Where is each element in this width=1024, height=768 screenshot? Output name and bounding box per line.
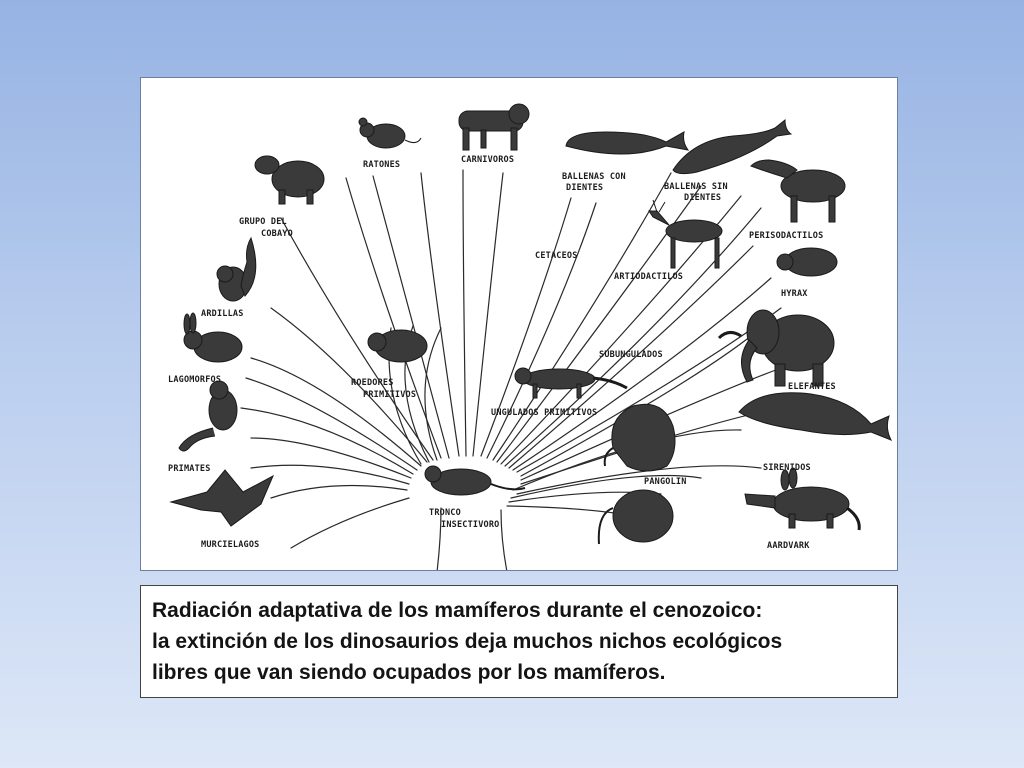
caption-line-1: Radiación adaptativa de los mamíferos du…	[152, 599, 763, 622]
sperm-whale-icon	[565, 131, 690, 155]
branch-line	[270, 484, 408, 499]
label-carnivoros: CARNIVOROS	[461, 155, 514, 165]
branch-line	[420, 172, 460, 457]
branch-line	[496, 185, 702, 463]
elephant-icon	[717, 309, 835, 387]
branch-line	[250, 437, 412, 479]
label-artiodactilos: ARTIODACTILOS	[614, 272, 683, 282]
label-roedores-primitivos-2: PRIMITIVOS	[363, 390, 416, 400]
label-ratones: RATONES	[363, 160, 400, 170]
label-lagomorfos: LAGOMORFOS	[168, 375, 221, 385]
label-ballenas-con-dientes-2: DIENTES	[566, 183, 603, 193]
label-ballenas-sin-dientes-1: BALLENAS SIN	[664, 182, 728, 192]
branch-line	[250, 464, 410, 485]
hyrax-icon	[776, 247, 838, 277]
branch-line	[516, 465, 762, 495]
capybara-icon	[254, 155, 325, 205]
insectivore-icon	[424, 465, 526, 496]
tapir-icon	[750, 159, 846, 223]
caption-line-3: libres que van siendo ocupados por los m…	[152, 661, 666, 684]
mouse-icon	[358, 117, 422, 149]
primitive-rodent-icon	[367, 329, 428, 363]
label-ardillas: ARDILLAS	[201, 309, 244, 319]
label-cetaceos: CETACEOS	[535, 251, 578, 261]
label-aardvark: AARDVARK	[767, 541, 810, 551]
label-ballenas-sin-dientes-2: DIENTES	[684, 193, 721, 203]
branch-line	[290, 497, 410, 549]
label-elefantes: ELEFANTES	[788, 382, 836, 392]
branch-line	[436, 507, 442, 570]
branch-line	[280, 217, 434, 461]
branch-line	[492, 172, 672, 461]
label-murcielagos: MURCIELAGOS	[201, 540, 260, 550]
branch-line	[372, 175, 450, 459]
elephant-shrew-icon	[597, 489, 674, 545]
squirrel-icon	[216, 236, 257, 302]
branch-line	[480, 197, 572, 457]
branch-line	[245, 377, 418, 471]
branch-line	[512, 277, 772, 471]
label-primates: PRIMATES	[168, 464, 211, 474]
baleen-whale-icon	[672, 118, 793, 175]
branch-line	[520, 327, 762, 477]
label-sirenidos: SIRENIDOS	[763, 463, 811, 473]
diagram-figure: RATONES CARNIVOROS BALLENAS CON DIENTES …	[140, 77, 898, 571]
label-tronco-insectivoro-2: INSECTIVORO	[441, 520, 500, 530]
branch-line	[250, 357, 422, 467]
branch-line	[510, 474, 702, 499]
label-roedores-primitivos-1: ROEDORES	[351, 378, 394, 388]
bat-icon	[169, 469, 275, 527]
label-hyrax: HYRAX	[781, 289, 808, 299]
aardvark-icon	[744, 467, 861, 531]
monkey-icon	[178, 380, 238, 452]
label-grupo-cobayo-2: COBAYO	[261, 229, 293, 239]
label-grupo-cobayo-1: GRUPO DEL	[239, 217, 287, 227]
caption-line-2: la extinción de los dinosaurios deja muc…	[152, 630, 783, 653]
label-ungulados-primitivos: UNGULADOS PRIMITIVOS	[491, 408, 597, 418]
branch-line	[240, 407, 414, 475]
label-perisodactilos: PERISODACTILOS	[749, 231, 823, 241]
label-subungulados: SUBUNGULADOS	[599, 350, 663, 360]
branch-line	[472, 172, 504, 457]
label-tronco-insectivoro-1: TRONCO	[429, 508, 461, 518]
branch-line	[520, 367, 782, 481]
branch-line	[504, 207, 762, 467]
rabbit-icon	[183, 312, 243, 363]
radiation-diagram: RATONES CARNIVOROS BALLENAS CON DIENTES …	[168, 103, 893, 570]
branch-line	[486, 202, 597, 459]
branch-line	[508, 245, 754, 469]
deer-icon	[648, 199, 723, 269]
branch-line	[500, 509, 508, 570]
label-pangolin: PANGOLIN	[644, 477, 687, 487]
branch-line	[270, 307, 428, 463]
branch-line	[424, 327, 442, 461]
jaguar-icon	[458, 103, 530, 151]
manatee-icon	[738, 392, 893, 441]
label-ballenas-con-dientes-1: BALLENAS CON	[562, 172, 626, 182]
primitive-ungulate-icon	[514, 367, 628, 399]
branch-line	[462, 169, 467, 457]
caption-box: Radiación adaptativa de los mamíferos du…	[140, 585, 898, 698]
pangolin-icon	[603, 403, 676, 472]
